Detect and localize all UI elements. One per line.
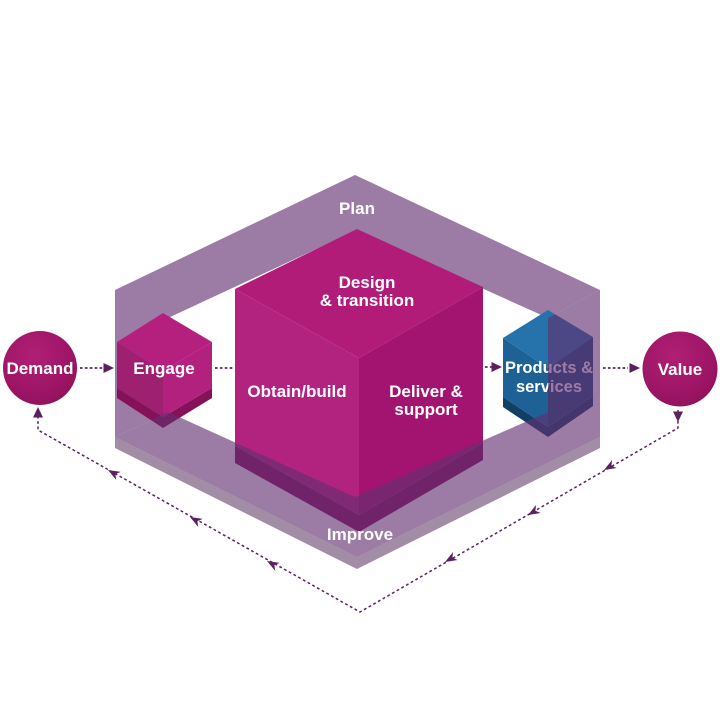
engage-cube-top-face — [117, 313, 212, 371]
arrowhead-into-value — [629, 363, 640, 373]
arrowhead-right-diagonal-1 — [601, 460, 617, 474]
value-label: Value — [658, 360, 702, 379]
demand-label: Demand — [6, 359, 73, 378]
central-cube-top-face — [235, 229, 483, 358]
design-transition-label-line2: & transition — [320, 291, 414, 310]
deliver-support-label-line1: Deliver & — [389, 382, 463, 401]
flow-connectors — [80, 366, 628, 369]
arrowhead-into-products — [491, 362, 502, 372]
engage-cube: Engage — [117, 313, 212, 428]
improve-label: Improve — [327, 525, 393, 544]
engage-cube-right-face — [163, 342, 212, 417]
obtain-build-label: Obtain/build — [247, 382, 346, 401]
arrowhead-right-diagonal-3 — [442, 552, 458, 566]
arrowhead-leaving-value — [673, 411, 683, 422]
design-transition-label-line1: Design — [339, 273, 396, 292]
value-circle — [642, 331, 718, 407]
demand-node: Demand — [3, 331, 77, 405]
plan-improve-ring-front — [115, 290, 600, 557]
engage-label: Engage — [133, 359, 194, 378]
arrowhead-into-demand — [33, 407, 43, 418]
arrowhead-left-diagonal-2 — [187, 512, 203, 527]
arrowhead-right-diagonal-2 — [525, 505, 541, 519]
products-services-cube-left-face — [503, 338, 548, 427]
arrowhead-into-engage — [103, 363, 114, 373]
demand-circle — [3, 331, 77, 405]
plan-label: Plan — [339, 199, 375, 218]
plan-improve-ring-back — [115, 175, 600, 437]
arrowhead-left-diagonal-3 — [105, 465, 121, 480]
engage-cube-left-face — [117, 342, 163, 417]
value-node: Value — [642, 331, 718, 407]
feedback-loop-path — [37, 410, 679, 613]
deliver-support-label-line2: support — [394, 400, 458, 419]
